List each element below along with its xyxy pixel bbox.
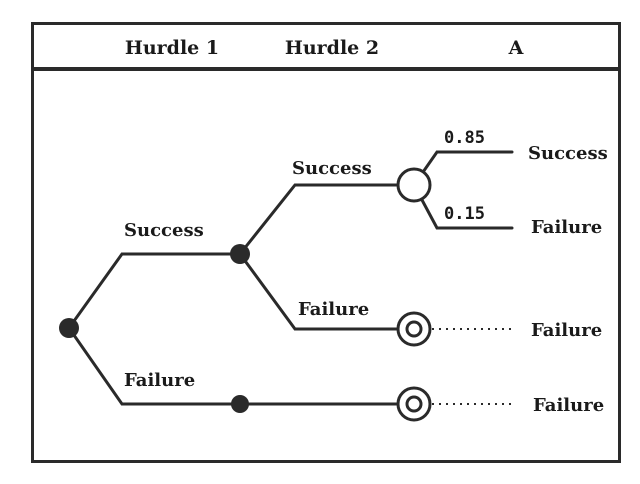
terminal-node-h1-failure xyxy=(396,386,432,422)
label-prob-failure: 0.15 xyxy=(444,204,485,224)
branch-h1-failure xyxy=(67,326,242,406)
label-prob-success: 0.85 xyxy=(444,128,485,148)
label-h2-failure: Failure xyxy=(298,299,369,320)
decision-tree-frame: Hurdle 1 Hurdle 2 A xyxy=(31,22,621,463)
branch-h2-failure xyxy=(238,252,400,331)
header-hurdle-1: Hurdle 1 xyxy=(124,37,220,59)
hurdle2-node xyxy=(230,244,250,264)
chance-node-a xyxy=(396,167,432,203)
failure-passthrough-node xyxy=(231,395,249,413)
label-h1-success: Success xyxy=(124,220,204,241)
label-outcome-failure-h1: Failure xyxy=(533,395,604,416)
header-row: Hurdle 1 Hurdle 2 A xyxy=(34,25,618,71)
label-outcome-failure-a: Failure xyxy=(531,217,602,238)
root-node xyxy=(59,318,79,338)
branch-h2-success xyxy=(238,183,400,256)
branch-h1-success xyxy=(67,252,242,330)
terminal-node-h2-failure xyxy=(396,311,432,347)
header-a: A xyxy=(508,37,524,59)
label-h2-success: Success xyxy=(292,158,372,179)
header-hurdle-2: Hurdle 2 xyxy=(284,37,380,59)
label-h1-failure: Failure xyxy=(124,370,195,391)
label-outcome-success: Success xyxy=(528,143,608,164)
label-outcome-failure-h2: Failure xyxy=(531,320,602,341)
